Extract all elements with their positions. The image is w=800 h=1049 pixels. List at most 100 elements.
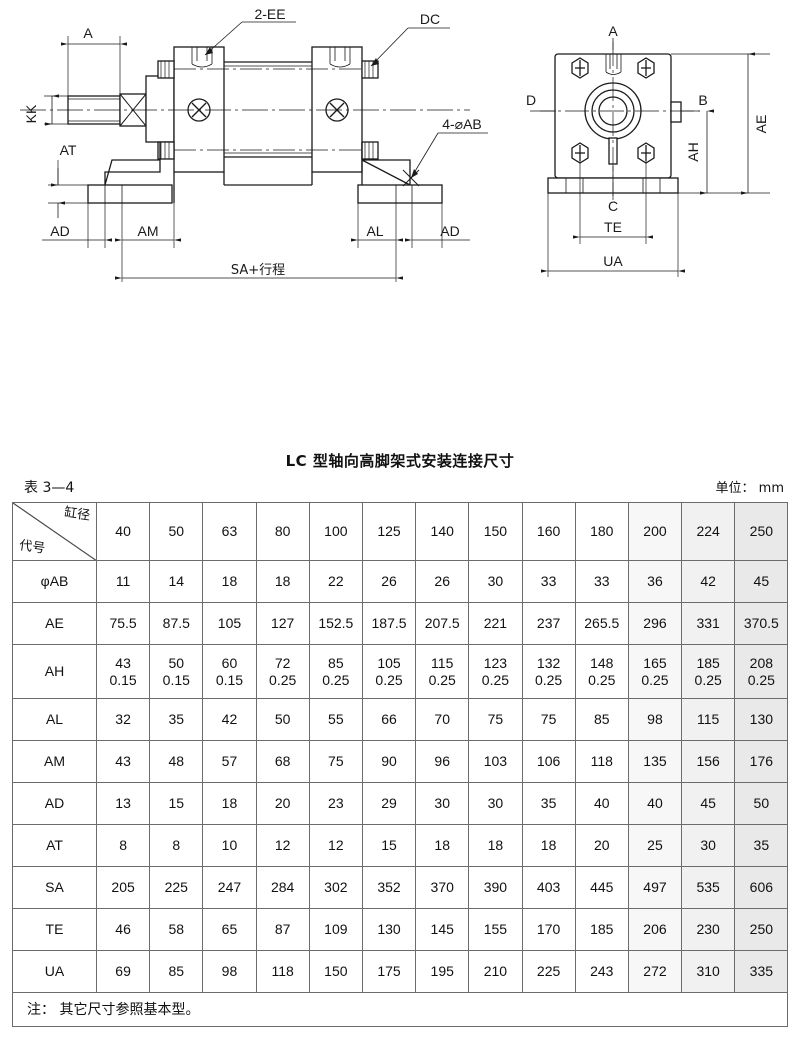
data-cell: 109	[308, 908, 363, 951]
data-cell: 98	[202, 950, 257, 993]
data-cell: 85	[574, 698, 629, 741]
data-cell: 18	[521, 824, 576, 867]
data-cell: 10	[202, 824, 257, 867]
data-cell: 403	[521, 866, 576, 909]
label-ad-right: AD	[440, 223, 459, 239]
label-te: TE	[604, 219, 622, 235]
row-label-am: AM	[12, 740, 97, 783]
data-cell: 18	[468, 824, 523, 867]
bore-header-cell: 80	[255, 502, 310, 561]
data-cell: 12	[255, 824, 310, 867]
data-cell: 302	[308, 866, 363, 909]
data-cell: 8	[149, 824, 204, 867]
data-cell: 284	[255, 866, 310, 909]
data-cell: 115	[681, 698, 736, 741]
data-cell: 98	[627, 698, 683, 741]
data-cell: 145	[415, 908, 470, 951]
data-cell: 18	[255, 560, 310, 603]
label-ua: UA	[603, 253, 623, 269]
data-cell: 70	[415, 698, 470, 741]
data-cell: 130	[734, 698, 789, 741]
data-cell: 20	[255, 782, 310, 825]
bore-header-cell: 180	[574, 502, 629, 561]
row-label-sa: SA	[12, 866, 97, 909]
data-cell: 22	[308, 560, 363, 603]
data-cell: 68	[255, 740, 310, 783]
data-cell: 390	[468, 866, 523, 909]
data-cell: 331	[681, 602, 736, 645]
data-cell: 14	[149, 560, 204, 603]
data-cell: 205	[95, 866, 151, 909]
data-cell: 75.5	[95, 602, 151, 645]
label-al: AL	[366, 223, 383, 239]
bore-header-cell: 150	[468, 502, 523, 561]
data-cell: 18	[415, 824, 470, 867]
data-cell: 29	[361, 782, 417, 825]
bore-header-cell: 160	[521, 502, 576, 561]
data-cell: 606	[734, 866, 789, 909]
label-at: AT	[60, 142, 77, 158]
table-number: 表 3—4	[24, 480, 75, 496]
technical-drawing: A KK AT 2-EE DC 4-⌀AB AD AM AL AD SA+行程 …	[0, 0, 800, 450]
data-cell: 535	[681, 866, 736, 909]
diagonal-divider	[13, 503, 96, 560]
label-a-side: A	[83, 25, 93, 41]
row-label-al: AL	[12, 698, 97, 741]
data-cell: 8	[95, 824, 151, 867]
data-cell: 87	[255, 908, 310, 951]
data-cell: 13	[95, 782, 151, 825]
data-cell: 370	[415, 866, 470, 909]
data-cell: 65	[202, 908, 257, 951]
data-cell: 96	[415, 740, 470, 783]
data-cell: 352	[361, 866, 417, 909]
data-cell: 195	[415, 950, 470, 993]
data-cell: 33	[521, 560, 576, 603]
data-cell: 42	[681, 560, 736, 603]
data-cell: 33	[574, 560, 629, 603]
table-title: LC 型轴向高脚架式安装连接尺寸	[285, 452, 515, 470]
data-cell: 26	[361, 560, 417, 603]
data-cell: 230	[681, 908, 736, 951]
data-cell: 243	[574, 950, 629, 993]
data-cell: 50	[255, 698, 310, 741]
data-cell: 18	[202, 782, 257, 825]
data-cell: 185	[574, 908, 629, 951]
data-cell: 46	[95, 908, 151, 951]
label-ae: AE	[753, 115, 769, 134]
bore-header-cell: 100	[308, 502, 363, 561]
data-cell: 445	[574, 866, 629, 909]
data-cell: 32	[95, 698, 151, 741]
data-cell: 187.5	[361, 602, 417, 645]
bore-header-cell: 125	[361, 502, 417, 561]
data-cell: 296	[627, 602, 683, 645]
bore-header-cell: 224	[681, 502, 736, 561]
data-cell: 55	[308, 698, 363, 741]
data-cell: 118	[255, 950, 310, 993]
data-cell: 130	[361, 908, 417, 951]
data-cell: 127	[255, 602, 310, 645]
data-cell: 15	[361, 824, 417, 867]
data-cell: 75	[308, 740, 363, 783]
data-cell: 35	[734, 824, 789, 867]
data-cell: 75	[521, 698, 576, 741]
label-am: AM	[138, 223, 159, 239]
data-cell: 225	[149, 866, 204, 909]
data-cell: 35	[521, 782, 576, 825]
data-cell: 30	[415, 782, 470, 825]
table-unit: 单位： mm	[715, 481, 784, 496]
row-label-ae: AE	[12, 602, 97, 645]
data-cell: 11	[95, 560, 151, 603]
